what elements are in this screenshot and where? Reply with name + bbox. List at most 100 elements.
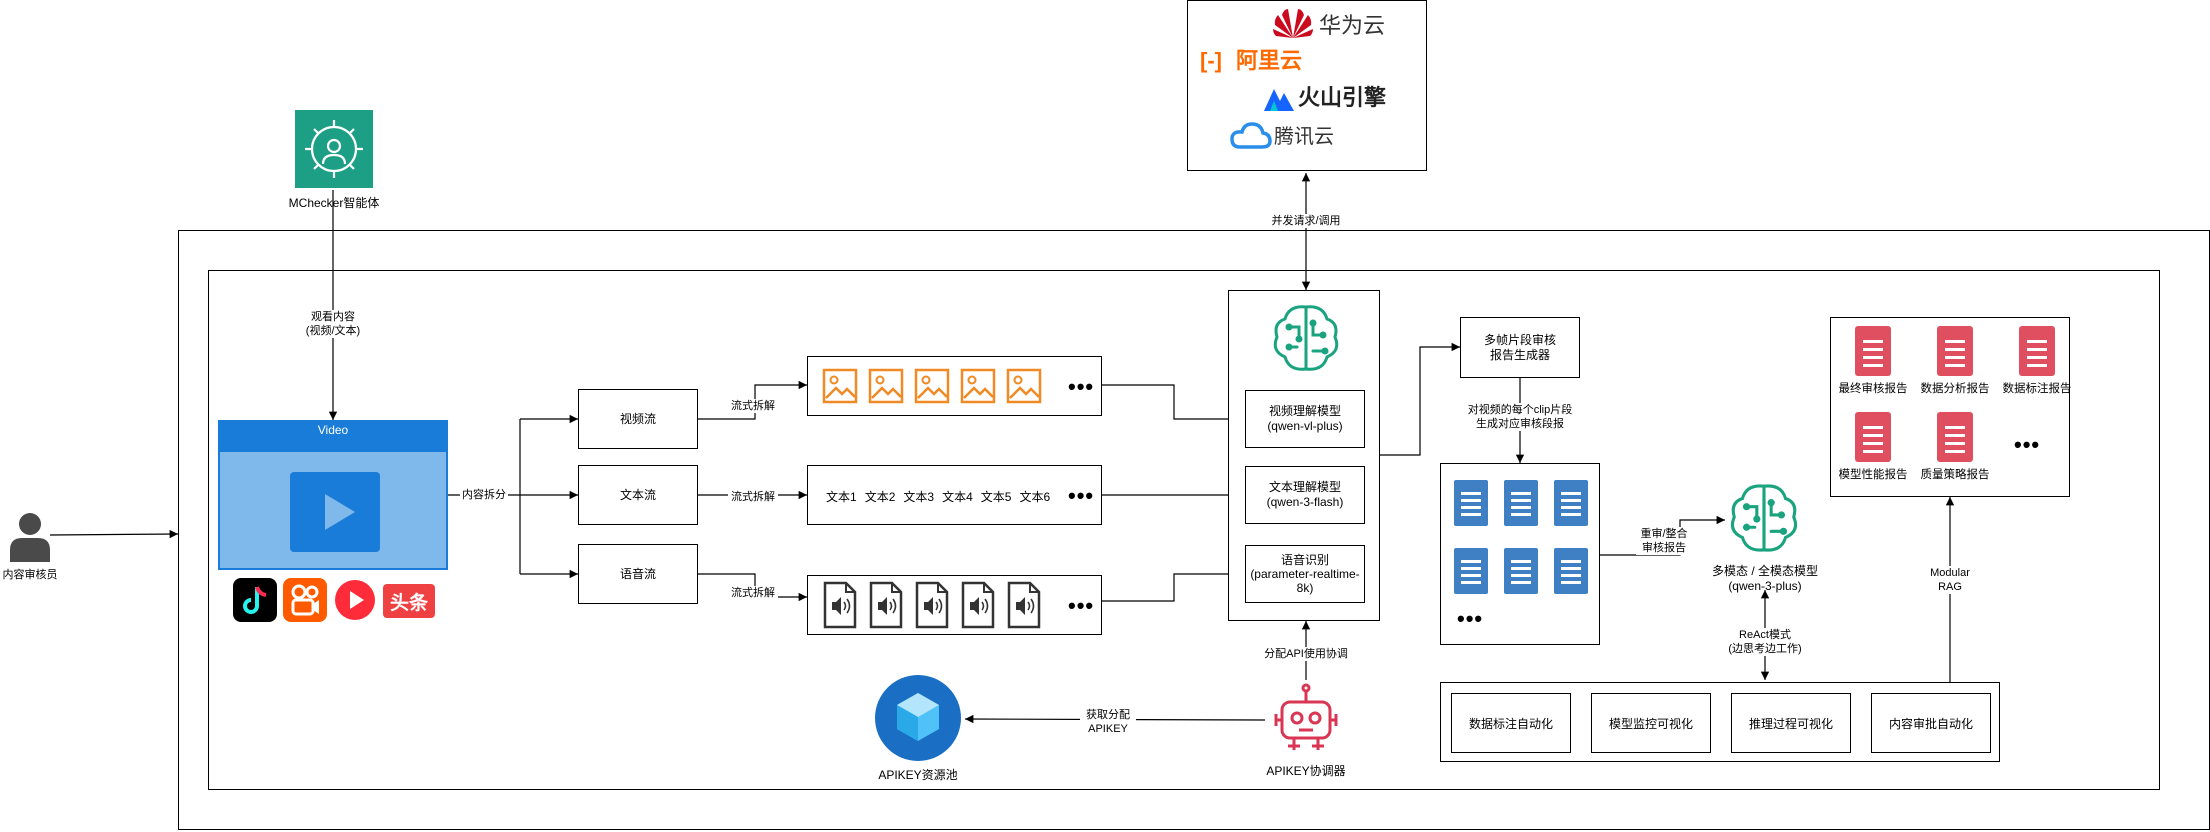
- segment-report-doc-icon: [1504, 480, 1538, 526]
- report-item: 模型性能报告: [1839, 412, 1923, 492]
- reviewer-icon: [10, 513, 50, 562]
- audio-to-asr: [1102, 569, 1243, 602]
- audio-file-icon: [869, 581, 903, 629]
- vl-model-box: 视频理解模型 (qwen-vl-plus): [1245, 390, 1365, 448]
- frames-container: •••: [807, 356, 1102, 416]
- audio-file-icon: [1007, 581, 1041, 629]
- brain-model-icon: [1273, 305, 1339, 371]
- text-split-label: 流式拆解: [728, 490, 778, 504]
- video-split-label: 流式拆解: [728, 399, 778, 413]
- report-label: 质量策略报告: [1920, 469, 1990, 481]
- fetch-label: 获取分配 APIKEY: [1080, 708, 1136, 736]
- text-item: 文本1: [826, 490, 857, 504]
- report-label: 模型性能报告: [1838, 469, 1908, 481]
- tool-box: 数据标注自动化: [1451, 693, 1571, 753]
- multimodal-brain-icon: [1730, 484, 1798, 552]
- image-frame-icon: [914, 368, 950, 404]
- text-item: 文本3: [903, 490, 935, 504]
- tool-box: 推理过程可视化: [1731, 693, 1851, 753]
- clip-report-note: 对视频的每个clip片段 生成对应审核段报: [1458, 403, 1582, 431]
- asr-model-box: 语音识别 (parameter-realtime- 8k): [1245, 545, 1365, 603]
- report-generator-box: 多帧片段审核 报告生成器: [1460, 317, 1580, 378]
- frames-ellipsis: •••: [1068, 374, 1095, 399]
- report-doc-icon: [1855, 412, 1891, 462]
- tencent-label: 腾讯云: [1274, 126, 1334, 148]
- audio-file-icon: [823, 581, 857, 629]
- video-title-bar: Video: [220, 422, 446, 452]
- report-label: 最终审核报告: [1838, 383, 1908, 395]
- audio-file-icon: [915, 581, 949, 629]
- models-to-generator: [1380, 342, 1460, 456]
- text-item: 文本6: [1019, 490, 1051, 504]
- aliyun-mark-icon: [-]: [1200, 48, 1222, 73]
- tool-box: 模型监控可视化: [1591, 693, 1711, 753]
- react-label: ReAct模式 (边思考边工作): [1722, 628, 1808, 656]
- split-to-video: [519, 419, 578, 574]
- image-frame-icon: [822, 368, 858, 404]
- video-stream-box: 视频流: [578, 389, 698, 449]
- tencent-cloud-icon: [1230, 122, 1272, 149]
- audio-file-icon: [961, 581, 995, 629]
- audio-split-label: 流式拆解: [728, 586, 778, 600]
- segment-report-doc-icon: [1554, 548, 1588, 594]
- report-label: 数据标注报告: [2002, 383, 2072, 395]
- cloud-request-label: 并发请求/调用: [1268, 214, 1344, 228]
- text-item: 文本5: [980, 490, 1012, 504]
- audio-ellipsis: •••: [1068, 593, 1095, 618]
- douyin-icon: [233, 578, 277, 622]
- text-item: 文本4: [942, 490, 973, 504]
- apikey-pool-label: APIKEY资源池: [878, 768, 958, 782]
- audio-stream-arrow: [698, 573, 807, 602]
- report-item: 最终审核报告: [1839, 326, 1923, 406]
- text-item: 文本2: [864, 490, 896, 504]
- alloc-use-label: 分配API使用协调: [1262, 647, 1350, 661]
- tool-box: 内容审批自动化: [1871, 693, 1991, 753]
- report-doc-icon: [1855, 326, 1891, 376]
- frames-to-vl: [1102, 384, 1243, 424]
- segment-report-doc-icon: [1554, 480, 1588, 526]
- kuaishou-lite-icon: [333, 578, 377, 622]
- volcano-label: 火山引擎: [1298, 85, 1387, 110]
- report-doc-icon: [1937, 326, 1973, 376]
- report-item: 质量策略报告: [1921, 412, 2005, 492]
- report-item: 数据分析报告: [1921, 326, 2005, 406]
- coordinator-label: APIKEY协调器: [1266, 764, 1346, 778]
- agent-label: MChecker智能体: [288, 196, 380, 210]
- agent-icon: [295, 110, 373, 188]
- toutiao-icon: 头条: [383, 584, 435, 618]
- cloud-provider-box: 华为云 [-] 阿里云 火山引擎 腾讯云: [1187, 0, 1427, 171]
- multimodal-label: 多模态 / 全模态模型 (qwen-3-plus): [1711, 564, 1818, 593]
- aliyun-label: 阿里云: [1236, 48, 1303, 73]
- huawei-label: 华为云: [1319, 13, 1386, 38]
- reports-box: 最终审核报告数据分析报告数据标注报告模型性能报告质量策略报告 •••: [1830, 317, 2072, 497]
- image-frame-icon: [1006, 368, 1042, 404]
- robot-coordinator-icon: [1274, 683, 1338, 750]
- video-panel: Video: [218, 420, 448, 570]
- watch-label: 观看内容 (视频/文本): [298, 310, 368, 338]
- segment-report-doc-icon: [1454, 548, 1488, 594]
- texts-ellipsis: •••: [1068, 483, 1095, 508]
- tools-container: 数据标注自动化模型监控可视化推理过程可视化内容审批自动化: [1440, 682, 2000, 762]
- review-merge-label: 重审/整合 审核报告: [1636, 527, 1692, 555]
- texts-container: 文本1 文本2 文本3 文本4 文本5 文本6 •••: [807, 465, 1102, 525]
- text-model-box: 文本理解模型 (qwen-3-flash): [1245, 466, 1365, 524]
- huawei-icon: [1273, 9, 1313, 38]
- image-frame-icon: [960, 368, 996, 404]
- audio-stream-box: 语音流: [578, 544, 698, 604]
- image-frame-icon: [868, 368, 904, 404]
- report-item: 数据标注报告: [2003, 326, 2087, 406]
- segment-reports-box: •••: [1440, 463, 1600, 645]
- video-title: Video: [317, 423, 349, 437]
- text-stream-box: 文本流: [578, 465, 698, 525]
- apikey-pool-icon: [875, 675, 961, 761]
- report-label: 数据分析报告: [1920, 383, 1990, 395]
- rag-label: Modular RAG: [1925, 566, 1975, 594]
- reviewer-label: 内容审核员: [2, 569, 58, 581]
- model-group: 视频理解模型 (qwen-vl-plus) 文本理解模型 (qwen-3-fla…: [1228, 290, 1380, 621]
- volcano-icon: [1264, 89, 1294, 111]
- inner-frame: [208, 270, 2160, 790]
- segment-report-doc-icon: [1454, 480, 1488, 526]
- kuaishou-icon: [283, 578, 327, 622]
- play-button-icon: [290, 472, 380, 552]
